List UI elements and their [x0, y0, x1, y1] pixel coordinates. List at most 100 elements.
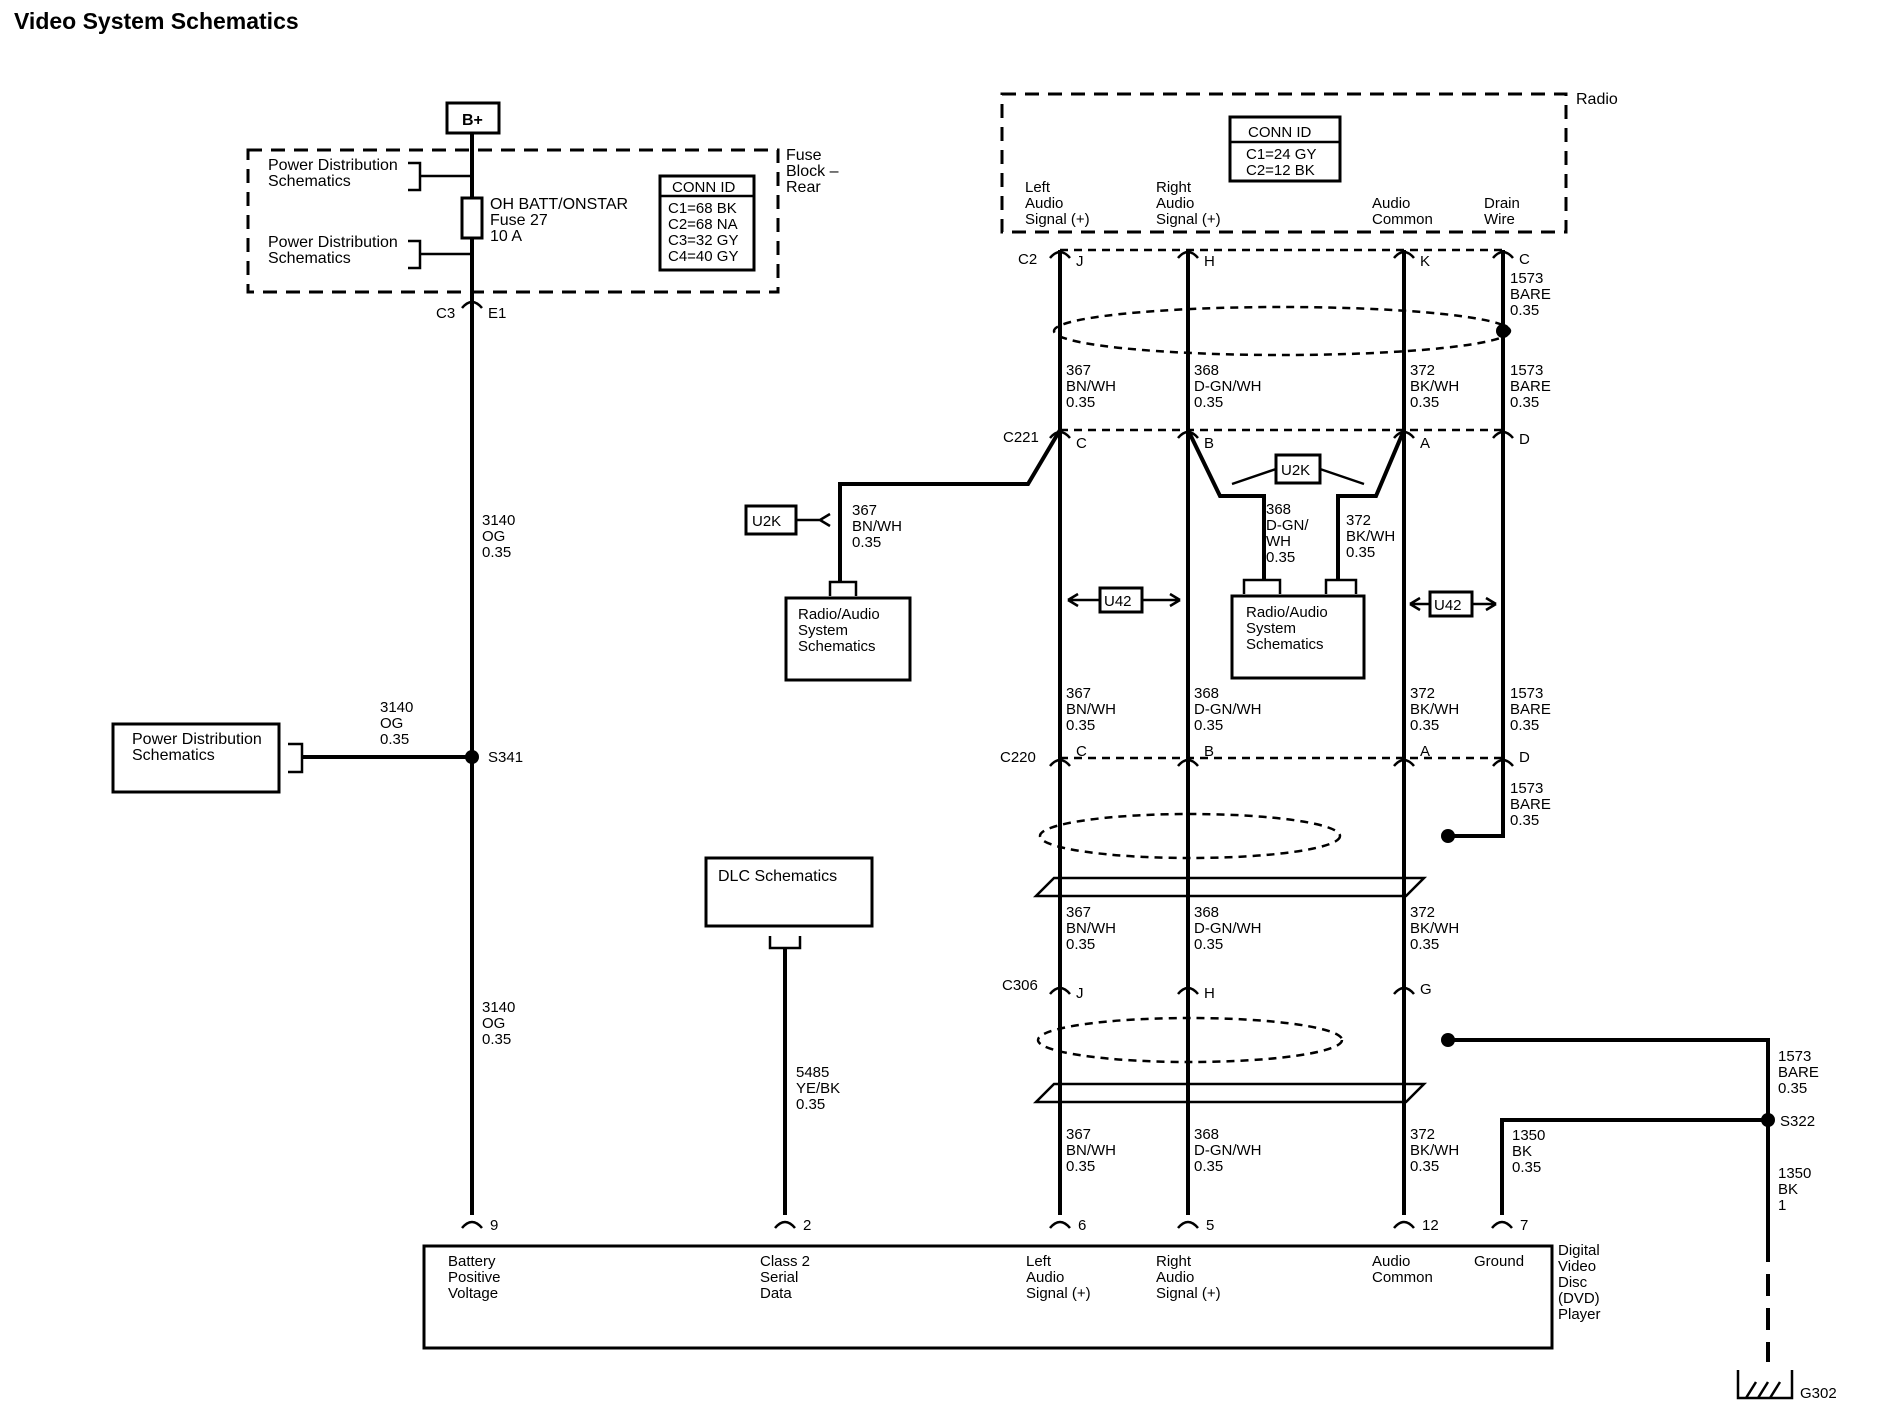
ground-symbol-icon — [1736, 1370, 1794, 1400]
fuse-symbol — [460, 196, 484, 240]
e1-label: E1 — [488, 305, 506, 322]
u2k-left-branch-wire — [838, 428, 1062, 582]
shield-ellipse-3 — [1036, 1016, 1344, 1064]
c306-pin-h: H — [1204, 985, 1215, 1002]
dvd-pin-12-label: Audio Common — [1372, 1253, 1433, 1286]
power-wire-upper-label: 3140 OG 0.35 — [482, 512, 520, 561]
wire-368-branch — [1186, 429, 1266, 580]
battery-label: B+ — [462, 112, 483, 129]
dvd-pin-12: 12 — [1422, 1217, 1439, 1234]
c306-connector: C306 J H G — [1002, 977, 1432, 1002]
wire-372-label-1: 372 BK/WH 0.35 — [1410, 362, 1463, 411]
u42-right-label: U42 — [1434, 597, 1462, 614]
ref-bracket-6 — [768, 936, 802, 950]
battery-box — [445, 101, 501, 135]
c221-connector: C221 C B A D — [1003, 428, 1530, 452]
wire-372-branch — [1336, 429, 1406, 580]
wire-367-label-3: 367 BN/WH 0.35 — [1066, 904, 1120, 953]
drain-node-1 — [1496, 324, 1510, 338]
ref-bracket-4 — [828, 580, 858, 596]
ground-branch-wire — [1500, 1118, 1768, 1215]
c220-pin-a: A — [1420, 743, 1430, 760]
radio-pin-h-label: Right Audio Signal (+) — [1156, 179, 1221, 228]
dlc-ref-text: DLC Schematics — [718, 868, 837, 885]
radio-pin-c-label: Drain Wire — [1484, 195, 1524, 228]
ground-branch-label: 1350 BK 0.35 — [1512, 1127, 1550, 1176]
wire-367-label-1: 367 BN/WH 0.35 — [1066, 362, 1120, 411]
dvd-connector-symbols — [461, 1220, 1513, 1229]
power-distribution-ref-box — [111, 722, 281, 794]
radio-audio-ref-left-text: Radio/Audio System Schematics — [798, 606, 884, 655]
wire-1573-label-1: 1573 BARE 0.35 — [1510, 362, 1555, 411]
c2-pin-j: J — [1076, 253, 1084, 270]
fuse-block-ref-1: Power Distribution Schematics — [268, 157, 402, 190]
c220-pin-c: C — [1076, 743, 1087, 760]
wire-372-label-4: 372 BK/WH 0.35 — [1410, 1126, 1463, 1175]
drain-wire-right — [1448, 1038, 1770, 1120]
wire-1573-label-2: 1573 BARE 0.35 — [1510, 685, 1555, 734]
c2-label: C2 — [1018, 251, 1037, 268]
shield-ellipse-1 — [1052, 305, 1512, 357]
ref-bracket-5 — [1242, 578, 1358, 594]
wire-368-label-2: 368 D-GN/WH 0.35 — [1194, 685, 1266, 734]
c2-pin-c: C — [1519, 251, 1530, 268]
c306-pin-j: J — [1076, 985, 1084, 1002]
c3-label: C3 — [436, 305, 455, 322]
wire-368-branch-label: 368 D-GN/ WH 0.35 — [1266, 501, 1313, 566]
dvd-player-box — [422, 1244, 1554, 1350]
radio-audio-ref-middle-text: Radio/Audio System Schematics — [1246, 604, 1332, 653]
radio-conn-id — [1228, 115, 1342, 183]
c306-label: C306 — [1002, 977, 1038, 994]
drain-c220-label: 1573 BARE 0.35 — [1510, 780, 1555, 829]
radio-audio-ref-middle — [1230, 594, 1366, 680]
ref-bracket-3 — [288, 742, 304, 774]
c3-connector-symbol — [461, 300, 483, 309]
conn-id-lines: C1=68 BK C2=68 NA C3=32 GY C4=40 GY — [668, 200, 742, 265]
drain-top-label: 1573 BARE 0.35 — [1510, 270, 1555, 319]
wire-372-label-2: 372 BK/WH 0.35 — [1410, 685, 1463, 734]
c221-pin-c: C — [1076, 435, 1087, 452]
u42-right-arrows — [1409, 596, 1497, 612]
dvd-pin-9: 9 — [490, 1217, 498, 1234]
c220-pin-b: B — [1204, 743, 1214, 760]
wire-368-label-4: 368 D-GN/WH 0.35 — [1194, 1126, 1266, 1175]
c2-connector: C2 J H K C — [1018, 248, 1530, 270]
dvd-pin-5: 5 — [1206, 1217, 1214, 1234]
shield-ellipse-2 — [1038, 812, 1342, 860]
power-branch-label: 3140 OG 0.35 — [380, 699, 418, 748]
radio-conn-id-lines: C1=24 GY C2=12 BK — [1246, 146, 1320, 179]
radio-outline — [1000, 92, 1568, 234]
drain-node-2 — [1441, 829, 1455, 843]
wire-367-label-2: 367 BN/WH 0.35 — [1066, 685, 1120, 734]
drain-right-label: 1573 BARE 0.35 — [1778, 1048, 1823, 1097]
u42-left-arrows — [1067, 592, 1181, 608]
wire-368-label-3: 368 D-GN/WH 0.35 — [1194, 904, 1266, 953]
dvd-pin-6: 6 — [1078, 1217, 1086, 1234]
fuse-block-outline — [246, 148, 780, 294]
power-wire-lower-label: 3140 OG 0.35 — [482, 999, 520, 1048]
twisted-pair-symbol-1 — [1032, 876, 1428, 898]
c221-pin-d: D — [1519, 431, 1530, 448]
drain-wire-c220 — [1448, 765, 1505, 838]
c2-pin-h: H — [1204, 253, 1215, 270]
radio-pin-k-label: Audio Common — [1372, 195, 1433, 228]
radio-name: Radio — [1576, 91, 1618, 108]
fuse-block-conn-id — [658, 174, 756, 272]
power-distribution-ref-text: Power Distribution Schematics — [132, 731, 266, 764]
u2k-left-label: U2K — [752, 513, 781, 530]
c221-pin-a: A — [1420, 435, 1430, 452]
fuse-block: Fuse Block – Rear Power Distribution Sch… — [246, 147, 843, 294]
c306-pin-g: G — [1420, 981, 1432, 998]
fuse-block-name: Fuse Block – Rear — [786, 147, 843, 196]
dvd-pin-7: 7 — [1520, 1217, 1528, 1234]
wire-372-label-3: 372 BK/WH 0.35 — [1410, 904, 1463, 953]
dvd-player: 9 2 6 5 12 7 Battery Positive Voltage Cl… — [422, 1217, 1604, 1350]
u42-right-box — [1428, 590, 1474, 618]
dvd-player-name: Digital Video Disc (DVD) Player — [1558, 1242, 1604, 1323]
dvd-pin-5-label: Right Audio Signal (+) — [1156, 1253, 1221, 1302]
u2k-left-arrow — [796, 512, 831, 528]
dlc-ref-box — [704, 856, 874, 928]
wire-368-label-1: 368 D-GN/WH 0.35 — [1194, 362, 1266, 411]
c221-pin-b: B — [1204, 435, 1214, 452]
u42-left-label: U42 — [1104, 593, 1132, 610]
